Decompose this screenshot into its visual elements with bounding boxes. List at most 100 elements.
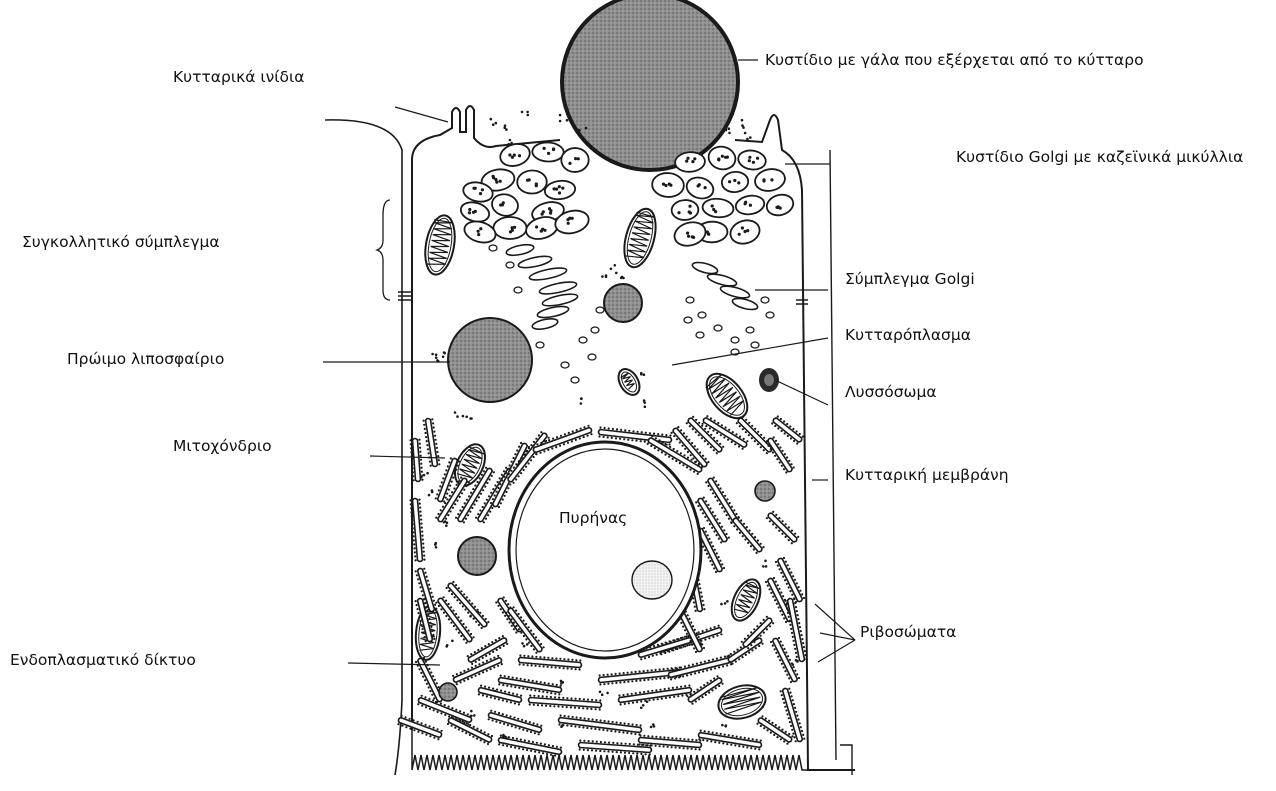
granule (580, 402, 583, 405)
casein-micelle (744, 201, 747, 204)
granule (643, 373, 646, 376)
golgi-cisterna (517, 254, 552, 270)
golgi-vesicle (462, 218, 498, 246)
er-cisterna (766, 511, 800, 545)
nucleolus (632, 561, 672, 599)
granule (577, 129, 580, 132)
small-vesicle (766, 312, 774, 318)
label-early-lipid-droplet: Πρώιμο λιποσφαίριο (67, 350, 224, 368)
casein-micelle (704, 186, 707, 189)
golgi-vesicle (493, 217, 526, 239)
granule (521, 111, 524, 114)
granule (428, 494, 431, 497)
casein-micelle (479, 227, 482, 230)
er-cisterna (618, 684, 691, 705)
granule (442, 356, 445, 359)
neighbor-cell-membrane (325, 120, 402, 775)
casein-micelle (577, 157, 580, 160)
granule (749, 136, 752, 139)
golgi-cisterna (531, 317, 558, 331)
casein-micelle (752, 161, 755, 164)
golgi-vesicle (737, 149, 767, 172)
er-cisterna (518, 654, 581, 670)
small-vesicle (698, 312, 706, 318)
early-lipid-droplet (448, 318, 532, 402)
casein-micelle (728, 180, 731, 183)
granule (560, 680, 563, 683)
granule (640, 707, 643, 710)
granule (504, 124, 507, 127)
casein-micelle (535, 182, 538, 185)
casein-micelle (547, 152, 550, 155)
golgi-cisterna (691, 260, 718, 275)
casein-micelle (509, 230, 512, 233)
casein-micelle (477, 233, 480, 236)
label-cytoplasm: Κυτταρόπλασμα (845, 326, 971, 344)
granule (445, 645, 448, 648)
granule (443, 351, 446, 354)
er-cisterna (397, 715, 442, 741)
casein-micelle (540, 230, 543, 233)
granule (510, 142, 513, 145)
granule (728, 132, 731, 135)
small-vesicle (696, 332, 704, 338)
golgi-vesicle (517, 170, 547, 194)
granule (559, 120, 562, 123)
granule (462, 415, 465, 418)
casein-micelle (748, 159, 751, 162)
granule (744, 132, 747, 135)
golgi-cisterna (731, 296, 758, 311)
granule (431, 353, 434, 356)
granule (644, 405, 647, 408)
casein-micelle (687, 235, 690, 238)
casein-micelle (549, 212, 552, 215)
granule (610, 268, 613, 271)
granule (465, 416, 468, 419)
small-vesicle (684, 317, 692, 323)
casein-micelle (688, 210, 691, 213)
casein-micelle (541, 213, 544, 216)
nucleus (509, 442, 701, 658)
granule (764, 560, 767, 563)
golgi-vesicle (753, 167, 787, 194)
mitochondrion (421, 213, 459, 277)
casein-micelle (770, 178, 773, 181)
casein-micelle (552, 148, 555, 151)
small-vesicle (714, 325, 722, 331)
small-vesicle (489, 245, 497, 251)
er-cisterna (736, 416, 775, 455)
casein-micelle (662, 183, 665, 186)
casein-micelle (526, 179, 529, 182)
golgi-cisterna (706, 272, 737, 288)
casein-micelle (477, 230, 480, 233)
label-endoplasmic-reticulum: Ενδοπλασματικό δίκτυο (10, 651, 196, 669)
granule (742, 126, 745, 129)
small-vesicle (761, 297, 769, 303)
casein-micelle (743, 230, 746, 233)
granule (527, 114, 530, 117)
casein-micelle (474, 210, 477, 213)
casein-micelle (748, 156, 751, 159)
casein-micelle (543, 147, 546, 150)
casein-micelle (749, 204, 752, 207)
granule (580, 398, 583, 401)
casein-micelle (499, 180, 502, 183)
casein-micelle (712, 208, 715, 211)
label-mitochondrion: Μιτοχόνδριο (173, 437, 272, 455)
granule (435, 356, 438, 359)
granule (652, 723, 655, 726)
granule (724, 602, 727, 605)
granule (456, 415, 459, 418)
small-vesicle (731, 337, 739, 343)
small-vesicle (536, 342, 544, 348)
granule (621, 276, 624, 279)
er-cisterna (498, 735, 562, 758)
casein-micelle (721, 155, 724, 158)
er-cisterna (756, 715, 793, 745)
small-vesicle (506, 262, 514, 268)
casein-micelle (741, 226, 744, 229)
granule (526, 111, 529, 114)
casein-micelle (756, 157, 759, 160)
casein-micelle (494, 178, 497, 181)
er-cisterna (558, 714, 641, 735)
